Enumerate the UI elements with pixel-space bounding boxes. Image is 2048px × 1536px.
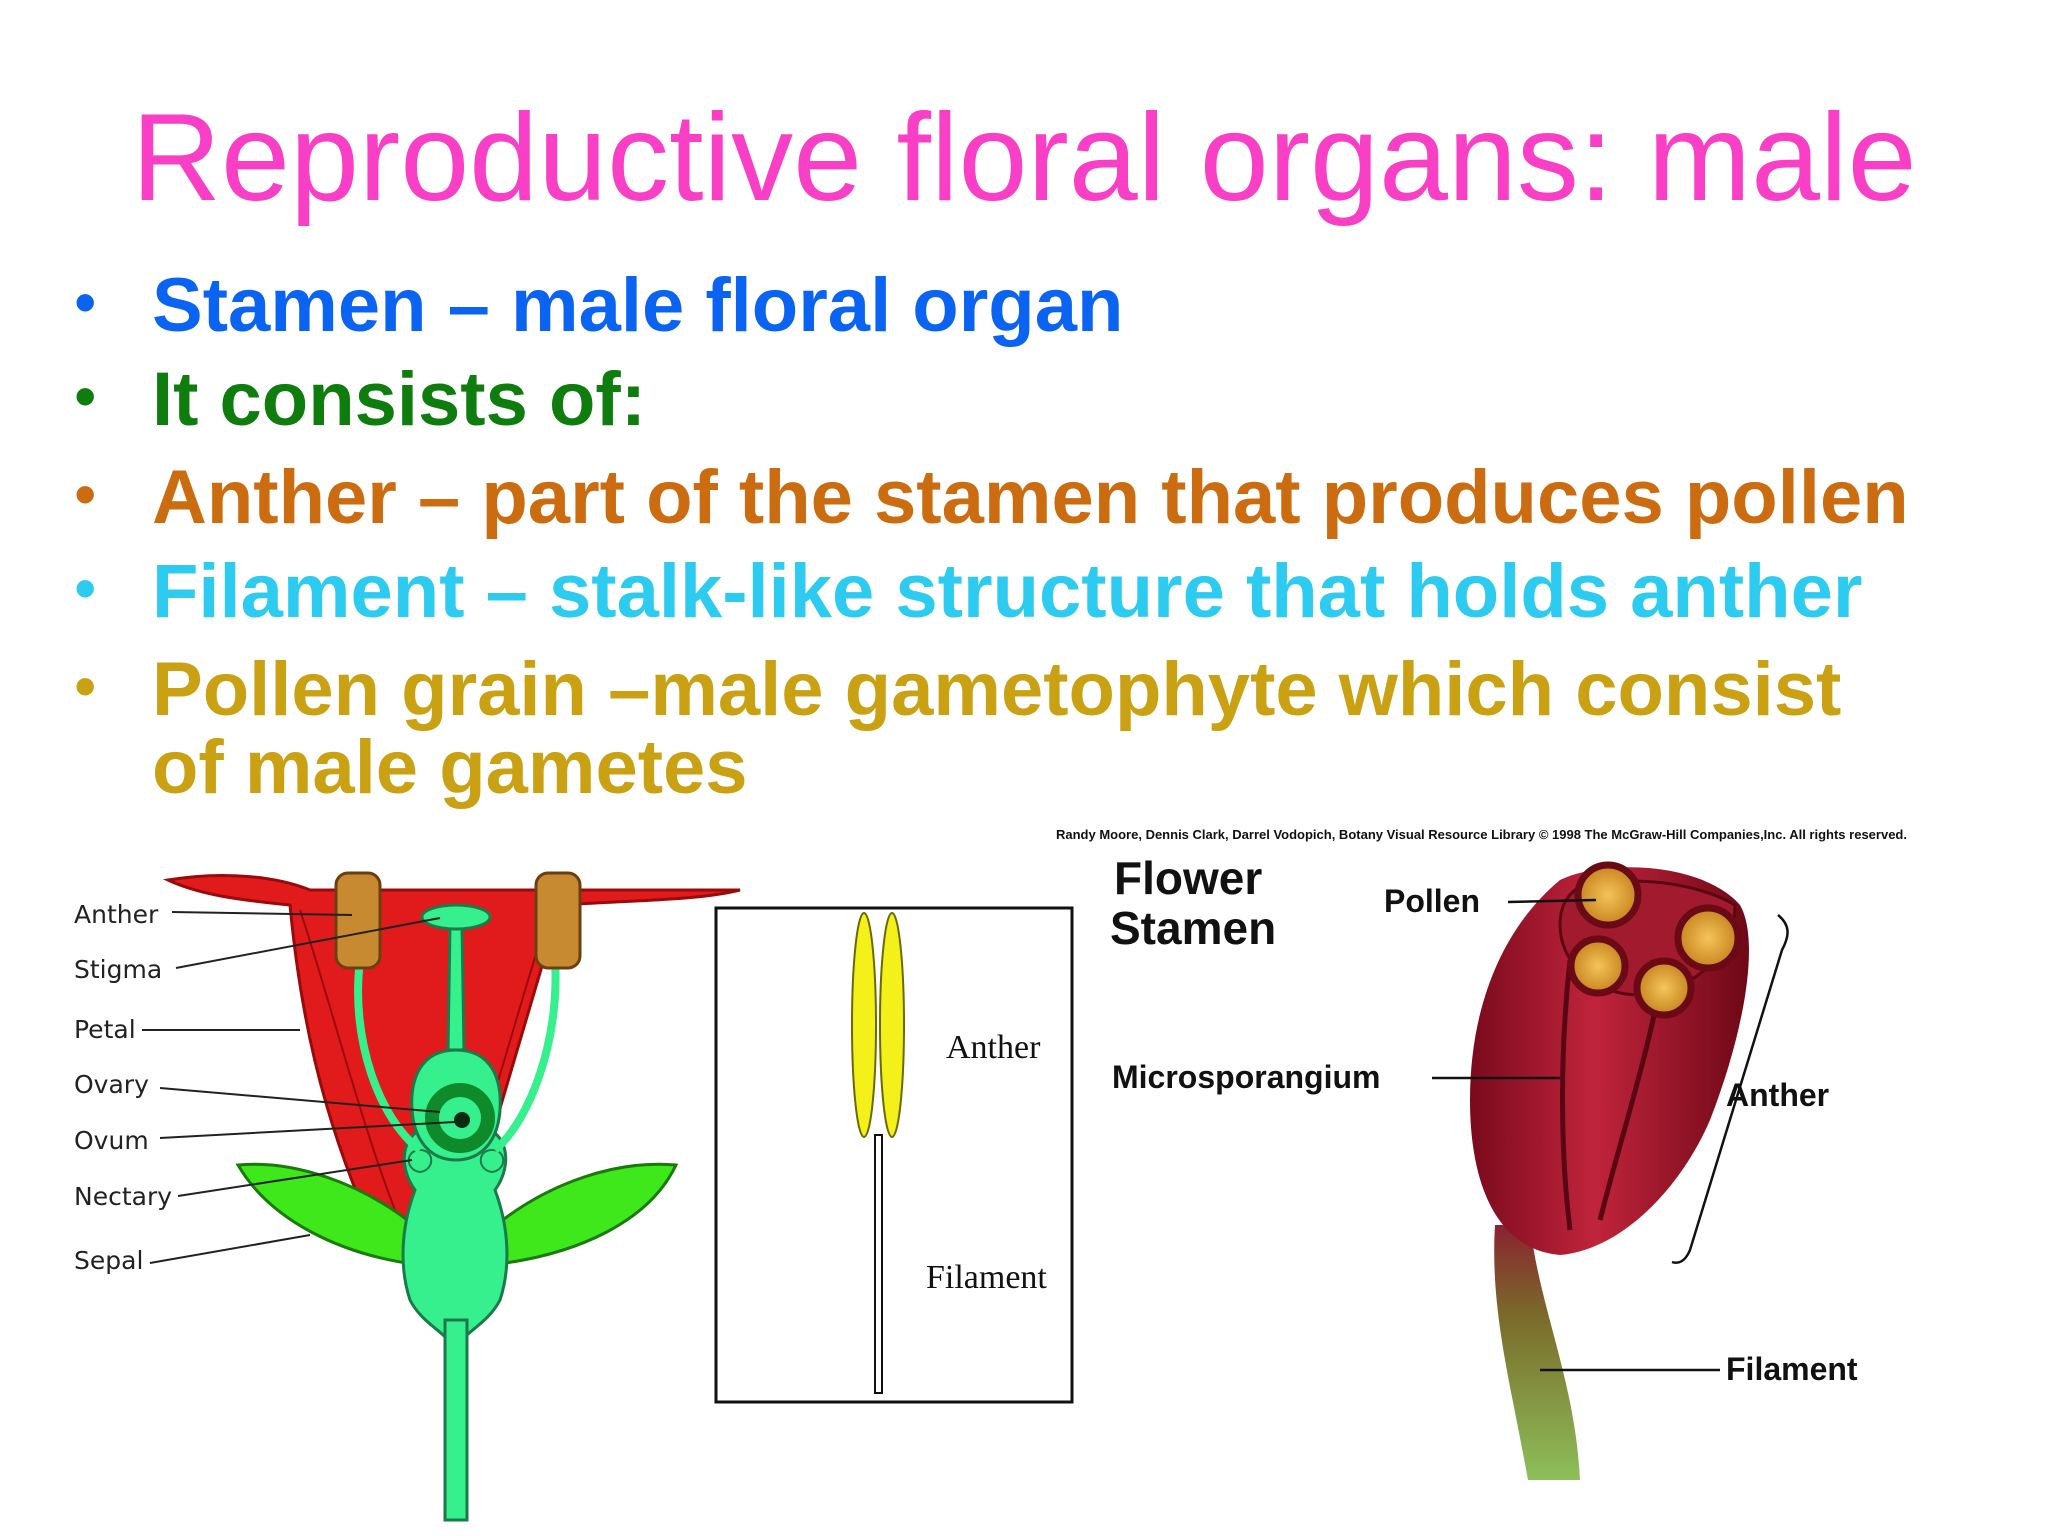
anther-left (334, 871, 382, 970)
copyright-credit: Randy Moore, Dennis Clark, Darrel Vodopi… (1056, 827, 1907, 842)
bullet-list: • Stamen – male floral organ • It consis… (74, 263, 1909, 810)
bullet-dot: • (74, 458, 97, 530)
style-shape (446, 923, 466, 1052)
filament-stalk (874, 1134, 883, 1394)
bullet-dot: • (74, 360, 97, 432)
anther-lobe-right (879, 912, 905, 1138)
label-sepal: Sepal (74, 1246, 143, 1275)
ovule-ring (425, 1083, 495, 1153)
nectary-right (479, 1148, 505, 1174)
anther-groove-left (1560, 959, 1573, 1231)
nectary-left (407, 1148, 433, 1174)
bullet-pollen-continuation: of male gametes (152, 725, 748, 810)
leader-lines (142, 911, 456, 1264)
pollen-sacs (1567, 861, 1742, 1019)
stamen-3d-leader-lines (1432, 898, 1789, 1372)
label-anther-3d: Anther (1726, 1077, 1829, 1113)
box-label-anther: Anther (946, 1029, 1041, 1066)
anther-lobe-left (851, 912, 877, 1138)
label-stigma: Stigma (74, 955, 162, 984)
bullet-dot: • (74, 552, 97, 624)
label-ovum: Ovum (74, 1126, 149, 1155)
label-filament-3d: Filament (1726, 1351, 1858, 1387)
slide-title: Reproductive floral organs: male (131, 89, 1917, 227)
stem (443, 1318, 469, 1522)
flower-diagram: Anther Stigma Petal Ovary Ovum Nectary S… (74, 871, 741, 1522)
filament-left (354, 959, 423, 1154)
filament-right (492, 959, 560, 1154)
stigma-shape (420, 903, 492, 931)
label-petal: Petal (74, 1015, 136, 1044)
ovum-dot (454, 1112, 470, 1128)
stamen-box: Anther Filament (714, 906, 1074, 1404)
bullet-dot: • (74, 650, 97, 722)
label-ovary: Ovary (74, 1070, 149, 1099)
heading-flower: Flower (1114, 852, 1262, 904)
box-label-filament: Filament (926, 1259, 1047, 1296)
stamen-3d: Randy Moore, Dennis Clark, Darrel Vodopi… (1056, 827, 1907, 1480)
filament-3d (1494, 1225, 1580, 1480)
bullet-dot: • (74, 266, 97, 338)
label-anther: Anther (74, 900, 159, 929)
bullet-anther: Anther – part of the stamen that produce… (152, 455, 1909, 540)
bullet-filament: Filament – stalk-like structure that hol… (152, 549, 1863, 634)
bullet-pollen: Pollen grain –male gametophyte which con… (152, 647, 1842, 732)
bullet-stamen: Stamen – male floral organ (152, 263, 1124, 348)
heading-stamen: Stamen (1110, 902, 1276, 954)
label-nectary: Nectary (74, 1182, 172, 1211)
petal-fold-left (299, 909, 396, 1211)
bullet-consists: It consists of: (152, 357, 647, 442)
anther-right (534, 871, 582, 970)
label-microsporangium: Microsporangium (1112, 1059, 1380, 1095)
label-pollen: Pollen (1384, 883, 1480, 919)
